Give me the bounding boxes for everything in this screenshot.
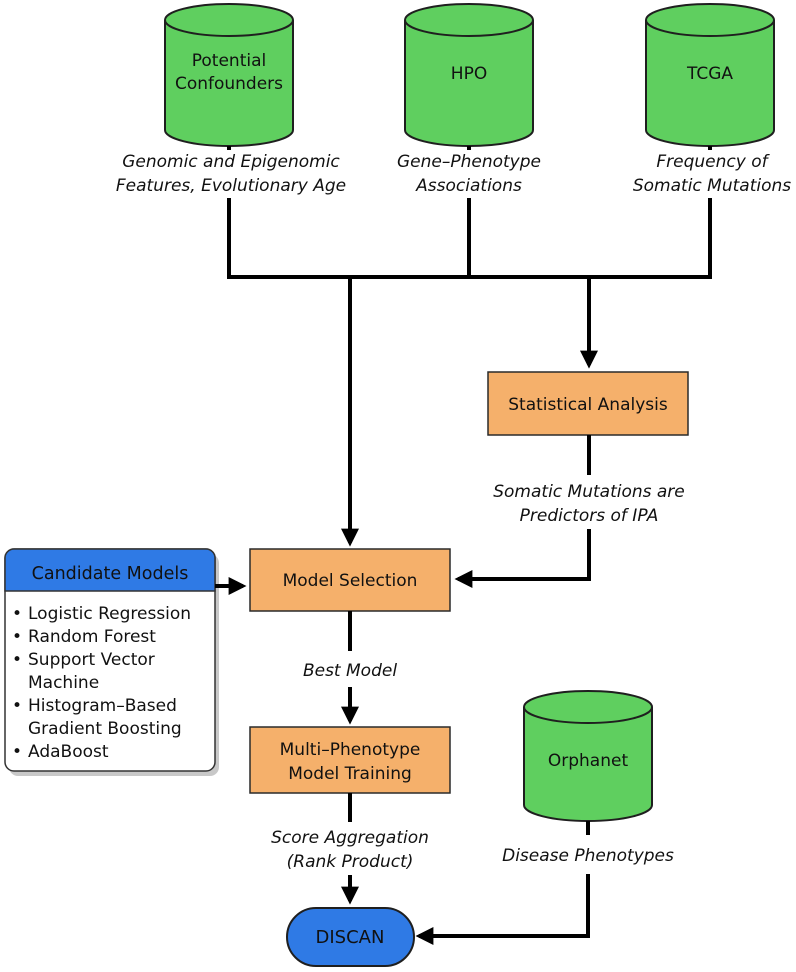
edge-label-genomic-features: Genomic and Epigenomic (122, 152, 340, 172)
edge-label-somatic-predictors: Somatic Mutations are (493, 482, 685, 502)
candidate-model-item: Random Forest (28, 627, 156, 647)
process-label: Model Selection (283, 571, 418, 591)
candidate-models-panel: Candidate Models • Logistic Regression •… (4, 548, 219, 776)
database-hpo: HPO (404, 3, 534, 147)
output-label: DISCAN (316, 927, 385, 948)
database-label: TCGA (686, 64, 733, 84)
bullet-icon: • (12, 604, 22, 624)
edge-label-somatic-frequency: Frequency of (656, 152, 770, 172)
edge-label-score-aggregation: Score Aggregation (271, 828, 429, 848)
candidate-model-item: Support Vector (28, 650, 155, 670)
bullet-icon: • (12, 627, 22, 647)
candidate-model-item: Machine (28, 673, 99, 693)
database-orphanet: Orphanet (523, 690, 653, 822)
database-potential-confounders: Potential Confounders (164, 3, 294, 147)
edge-label-score-aggregation: (Rank Product) (287, 852, 414, 872)
edge-label-disease-phenotypes: Disease Phenotypes (502, 846, 674, 866)
process-model-selection: Model Selection (249, 548, 451, 612)
candidate-model-item: Histogram–Based (28, 696, 177, 716)
process-statistical-analysis: Statistical Analysis (487, 371, 689, 436)
database-label: Orphanet (548, 751, 629, 771)
bullet-icon: • (12, 742, 22, 762)
process-label: Multi–Phenotype (280, 740, 421, 760)
database-label: HPO (451, 64, 487, 84)
database-tcga: TCGA (645, 3, 775, 147)
edge-label-best-model: Best Model (303, 661, 397, 681)
candidate-model-item: Gradient Boosting (28, 719, 182, 739)
process-label: Model Training (288, 764, 412, 784)
candidate-models-title: Candidate Models (32, 564, 189, 584)
process-multi-phenotype-training: Multi–Phenotype Model Training (249, 726, 451, 794)
edge-label-gene-phenotype: Associations (415, 176, 522, 196)
database-label: Potential (192, 51, 266, 71)
arrow-stats-to-model-selection (454, 529, 591, 588)
edge-label-genomic-features: Features, Evolutionary Age (116, 176, 346, 196)
output-discan: DISCAN (286, 907, 415, 967)
candidate-model-item: Logistic Regression (28, 604, 191, 624)
bullet-icon: • (12, 650, 22, 670)
edge-label-gene-phenotype: Gene–Phenotype (397, 152, 541, 172)
edge-label-somatic-predictors: Predictors of IPA (520, 506, 659, 526)
database-label: Confounders (175, 74, 283, 94)
bullet-icon: • (12, 696, 22, 716)
edge-label-somatic-frequency: Somatic Mutations (633, 176, 791, 196)
arrow-orphanet-to-discan (415, 874, 590, 945)
process-label: Statistical Analysis (508, 395, 668, 415)
candidate-model-item: AdaBoost (28, 742, 109, 762)
